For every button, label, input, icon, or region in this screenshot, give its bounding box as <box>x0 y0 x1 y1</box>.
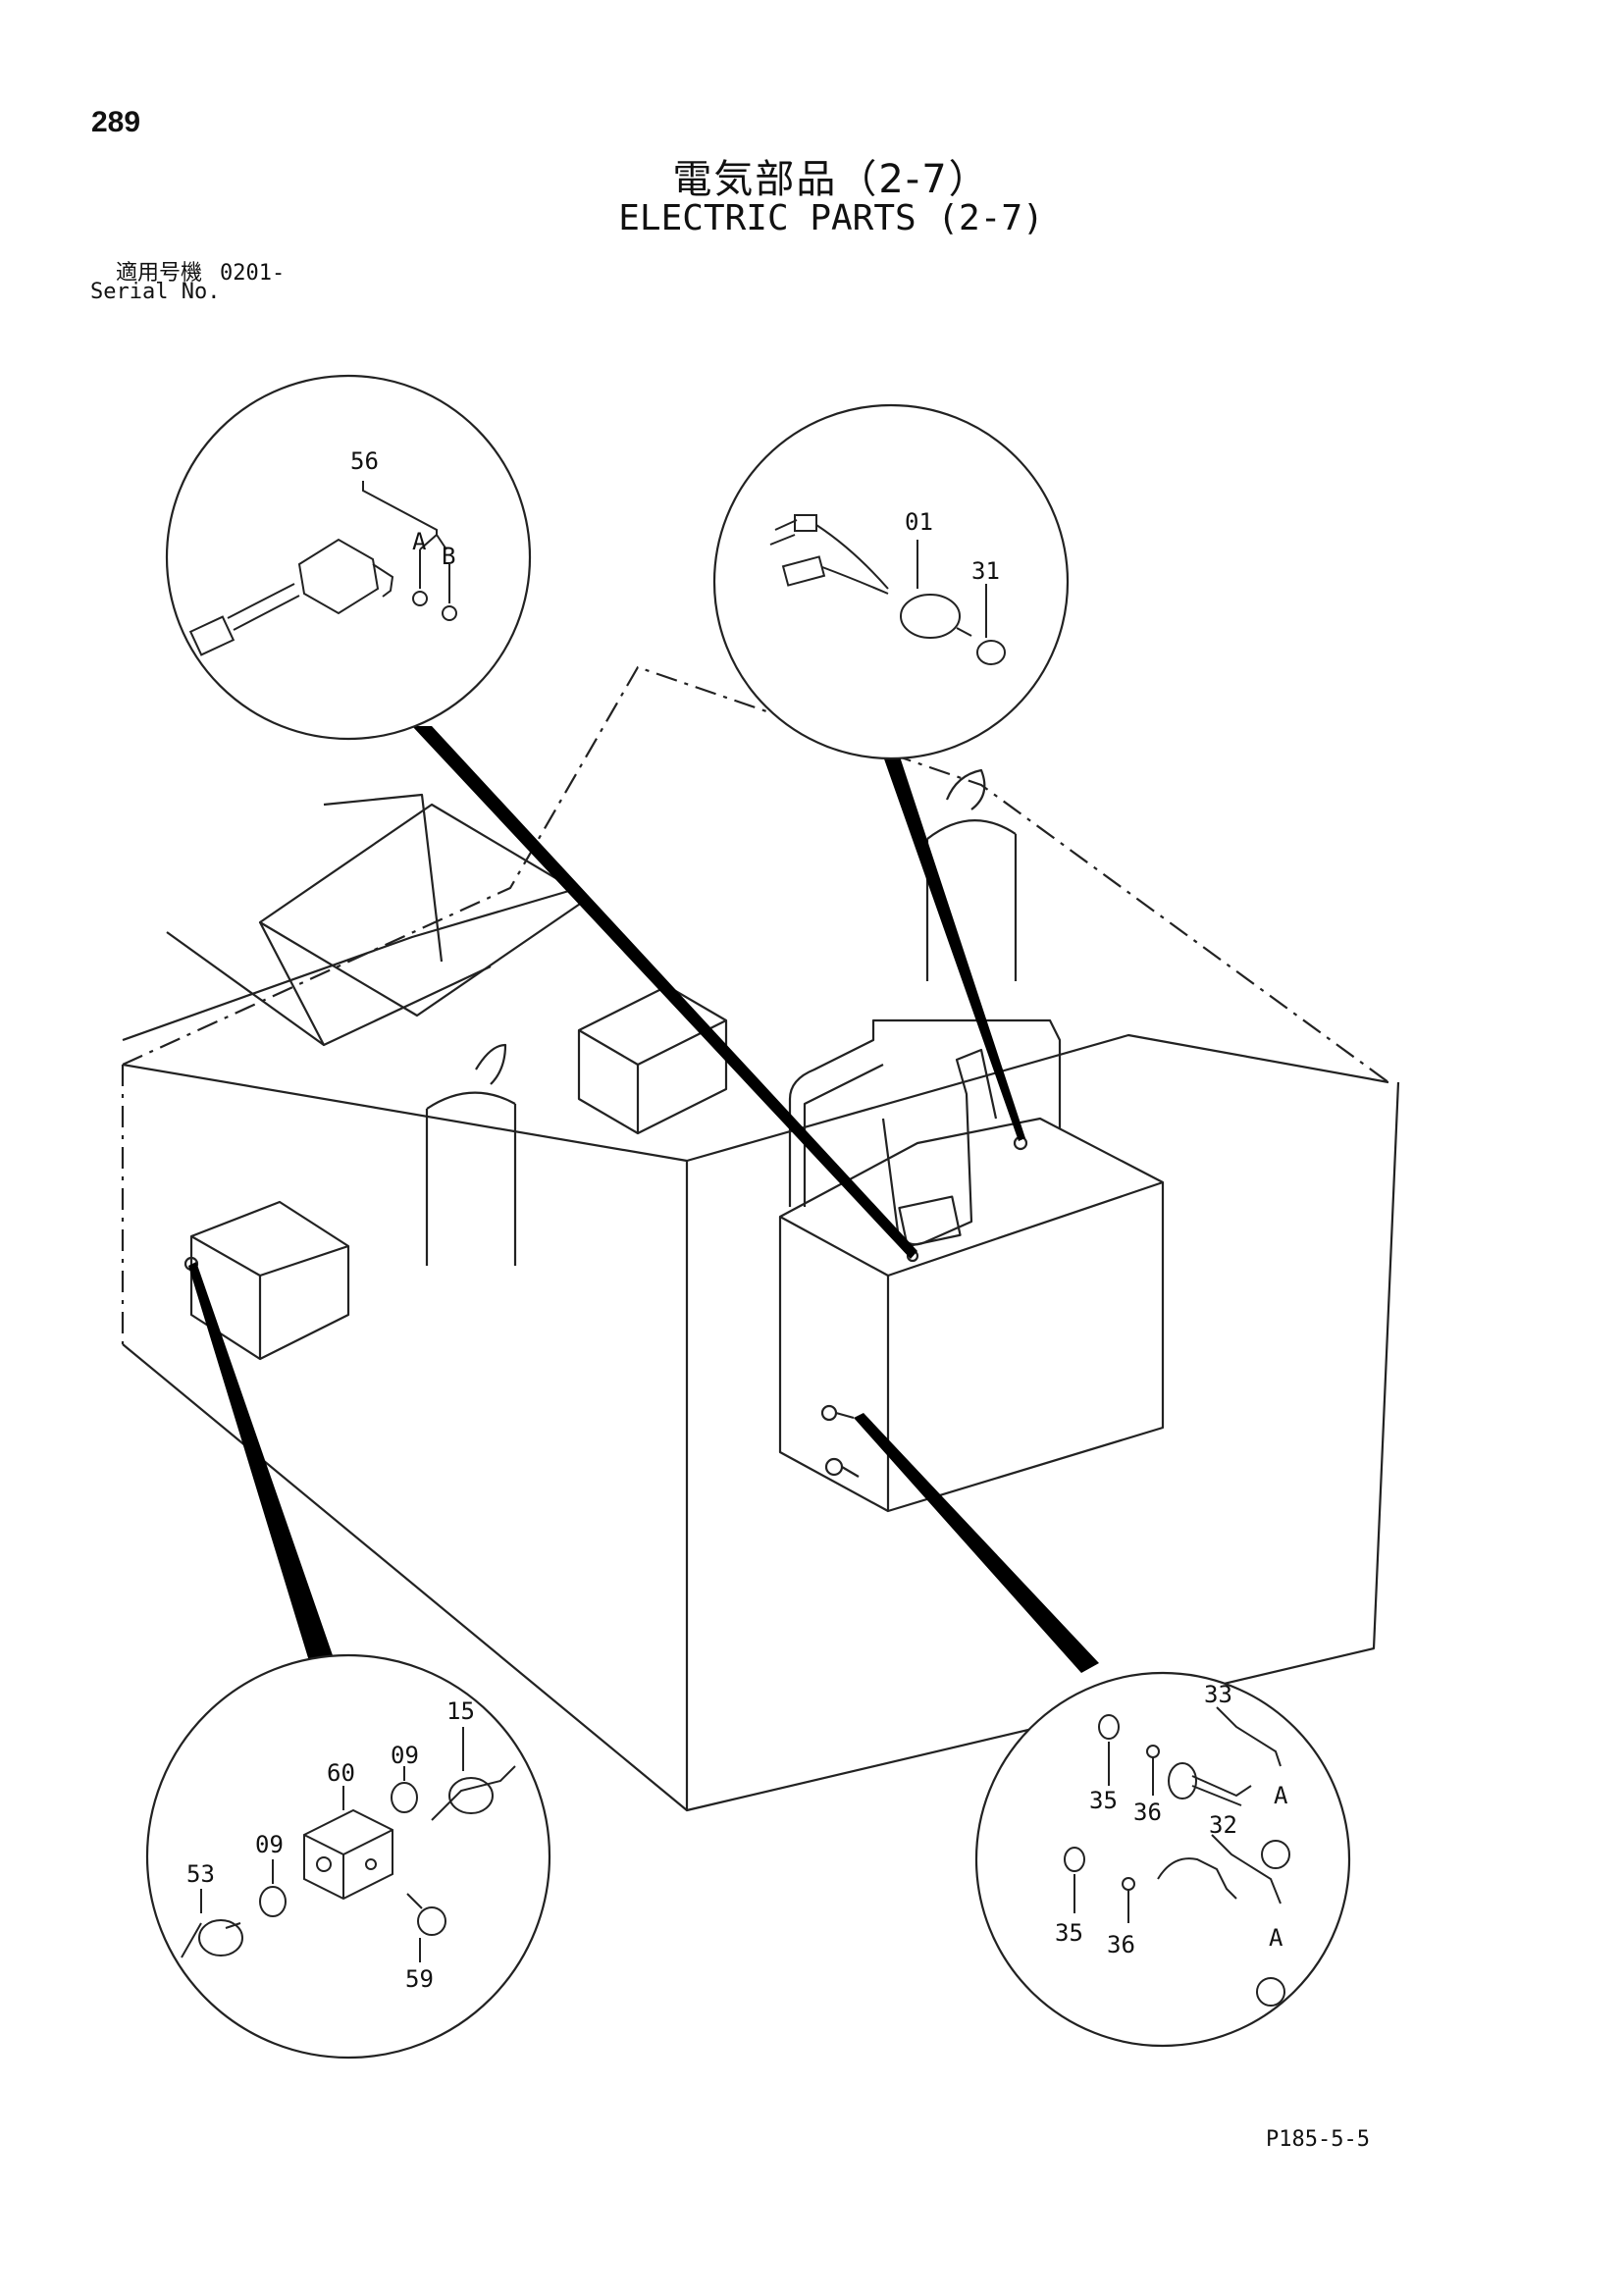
callout-ref-a: A <box>412 528 427 555</box>
callout-15: 15 <box>446 1697 475 1725</box>
callout-53: 53 <box>186 1860 215 1888</box>
callout-ref-a-lower: A <box>1269 1924 1283 1952</box>
callout-32: 32 <box>1209 1811 1237 1839</box>
callout-31: 31 <box>971 557 1000 585</box>
title-english: ELECTRIC PARTS (2-7) <box>618 198 1044 238</box>
callout-09-left: 09 <box>255 1831 284 1858</box>
drawing-code: P185-5-5 <box>1266 2127 1370 2152</box>
callout-33: 33 <box>1204 1681 1232 1708</box>
callout-01: 01 <box>905 508 933 536</box>
detail-circle-top-left <box>165 374 532 741</box>
detail-circle-bottom-left <box>145 1653 551 2060</box>
leader-wedges <box>188 726 1099 1673</box>
callout-36-lower: 36 <box>1107 1931 1135 1958</box>
detail-circle-bottom-right <box>974 1671 1351 2048</box>
detail-top-left-parts <box>188 481 457 656</box>
callout-09-right: 09 <box>391 1742 419 1769</box>
callout-35-lower: 35 <box>1055 1919 1083 1947</box>
callout-59: 59 <box>405 1965 434 1993</box>
serial-label-ja-text: 適用号機 <box>116 261 203 286</box>
serial-label-english: Serial No. <box>90 280 221 304</box>
page-number: 289 <box>91 106 141 138</box>
detail-circle-top-right <box>712 403 1070 760</box>
callout-ref-b: B <box>442 543 455 570</box>
callout-56: 56 <box>350 447 379 475</box>
title-japanese: 電気部品（2-7） <box>672 157 990 202</box>
serial-label-japanese: 適用号機 0201- <box>116 255 285 287</box>
detail-bottom-right-parts <box>1064 1706 1290 2007</box>
callout-ref-a-upper: A <box>1274 1782 1288 1809</box>
detail-circles <box>145 374 1351 2060</box>
callout-35-upper: 35 <box>1089 1787 1118 1814</box>
detail-bottom-left-parts <box>181 1727 516 1962</box>
serial-value: 0201- <box>220 261 286 286</box>
callout-36-upper: 36 <box>1133 1799 1162 1826</box>
detail-top-right-parts <box>769 514 1006 665</box>
callout-60: 60 <box>327 1759 355 1787</box>
